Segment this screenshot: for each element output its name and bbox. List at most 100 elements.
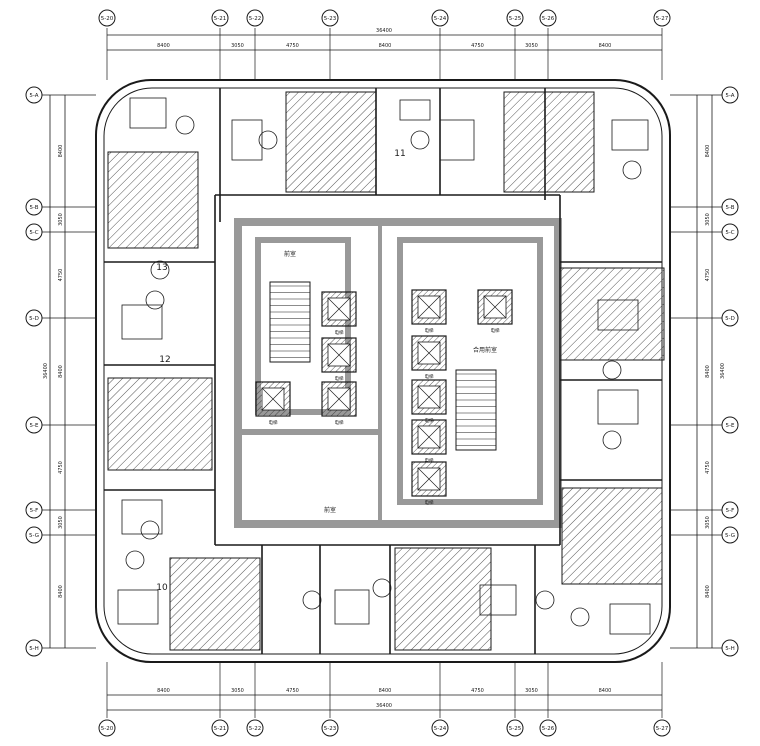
room-number: 12 bbox=[159, 355, 170, 365]
dimension-value: 36400 bbox=[376, 28, 392, 34]
stair-treads bbox=[270, 285, 496, 446]
grid-label: 5-26 bbox=[542, 726, 555, 732]
grid-label: 5-23 bbox=[324, 16, 337, 22]
dimension-value: 8400 bbox=[379, 43, 392, 49]
dimension-value: 4750 bbox=[471, 43, 484, 49]
grid-label: 5-H bbox=[29, 646, 39, 652]
grid-label: 5-G bbox=[29, 533, 39, 539]
dimension-value: 8400 bbox=[705, 365, 711, 378]
elevator-car: 电梯 bbox=[411, 379, 447, 424]
room-number: 11 bbox=[394, 149, 405, 159]
grid-bubble: 5-C bbox=[25, 223, 43, 241]
dimension-value: 36400 bbox=[376, 703, 392, 709]
grid-label: 5-E bbox=[726, 423, 735, 429]
grid-bubbles: 5-205-205-215-215-225-225-235-235-245-24… bbox=[25, 9, 739, 737]
grid-label: 5-G bbox=[725, 533, 735, 539]
grid-bubble: 5-24 bbox=[431, 9, 449, 27]
elevator-label: 电梯 bbox=[269, 419, 278, 426]
elevator-label: 电梯 bbox=[491, 327, 500, 334]
grid-label: 5-B bbox=[725, 205, 734, 211]
grid-bubble: 5-26 bbox=[539, 9, 557, 27]
grid-label: 5-A bbox=[29, 93, 38, 99]
elevator-car: 电梯 bbox=[321, 291, 357, 336]
grid-label: 5-A bbox=[725, 93, 734, 99]
furniture bbox=[117, 97, 651, 635]
grid-label: 5-24 bbox=[434, 16, 447, 22]
grid-bubble: 5-E bbox=[25, 416, 43, 434]
grid-bubble: 5-22 bbox=[246, 9, 264, 27]
core-labels: 合用前室 前室 前室 bbox=[284, 250, 497, 514]
grid-bubble: 5-21 bbox=[211, 9, 229, 27]
room-numbers: 13 12 11 10 bbox=[156, 149, 405, 593]
elevator-car: 电梯 bbox=[321, 337, 357, 382]
room-partitions bbox=[104, 88, 662, 654]
elevator-car: 电梯 bbox=[411, 335, 447, 380]
dimension-lines bbox=[49, 34, 713, 711]
elevator-label: 电梯 bbox=[425, 373, 434, 380]
grid-bubble: 5-A bbox=[25, 86, 43, 104]
grid-label: 5-H bbox=[725, 646, 735, 652]
dimension-value: 4750 bbox=[58, 461, 64, 474]
grid-label: 5-21 bbox=[214, 16, 226, 22]
elevator-label: 电梯 bbox=[425, 327, 434, 334]
room-number: 13 bbox=[156, 263, 167, 273]
dimension-value: 8400 bbox=[157, 688, 170, 694]
dimension-value: 8400 bbox=[58, 145, 64, 158]
grid-bubble: 5-25 bbox=[506, 9, 524, 27]
dimension-value: 3050 bbox=[705, 516, 711, 529]
grid-bubble: 5-25 bbox=[506, 719, 524, 737]
grid-bubble: 5-B bbox=[721, 198, 739, 216]
dimension-value: 4750 bbox=[471, 688, 484, 694]
dimension-value: 8400 bbox=[58, 365, 64, 378]
grid-bubble: 5-26 bbox=[539, 719, 557, 737]
elevator-label: 电梯 bbox=[425, 457, 434, 464]
grid-bubble: 5-27 bbox=[653, 9, 671, 27]
dimension-value: 8400 bbox=[58, 585, 64, 598]
dimension-value: 8400 bbox=[157, 43, 170, 49]
grid-bubble: 5-C bbox=[721, 223, 739, 241]
elevator-label: 电梯 bbox=[335, 329, 344, 336]
elevator-label: 电梯 bbox=[335, 419, 344, 426]
grid-label: 5-27 bbox=[656, 726, 669, 732]
grid-label: 5-D bbox=[725, 316, 735, 322]
dimension-value: 4750 bbox=[286, 688, 299, 694]
elevator-label: 电梯 bbox=[335, 375, 344, 382]
grid-bubble: 5-F bbox=[25, 501, 43, 519]
grid-bubble: 5-G bbox=[721, 526, 739, 544]
grid-label: 5-E bbox=[30, 423, 39, 429]
grid-bubble: 5-27 bbox=[653, 719, 671, 737]
grid-label: 5-20 bbox=[101, 16, 114, 22]
room-number: 10 bbox=[156, 583, 168, 593]
hatched-bathrooms bbox=[107, 91, 665, 651]
grid-bubble: 5-E bbox=[721, 416, 739, 434]
grid-label: 5-F bbox=[726, 508, 735, 514]
lobby-label: 合用前室 bbox=[473, 346, 497, 354]
grid-label: 5-B bbox=[29, 205, 38, 211]
grid-bubble: 5-F bbox=[721, 501, 739, 519]
axis-lines bbox=[42, 28, 722, 718]
grid-label: 5-C bbox=[29, 230, 38, 236]
grid-label: 5-24 bbox=[434, 726, 447, 732]
dimension-value: 8400 bbox=[705, 585, 711, 598]
grid-bubble: 5-21 bbox=[211, 719, 229, 737]
grid-bubble: 5-23 bbox=[321, 9, 339, 27]
elevator-car: 电梯 bbox=[411, 419, 447, 464]
grid-label: 5-22 bbox=[249, 726, 261, 732]
dimension-value: 8400 bbox=[705, 145, 711, 158]
dimension-value: 8400 bbox=[599, 688, 612, 694]
grid-label: 5-22 bbox=[249, 16, 261, 22]
dimension-value: 4750 bbox=[705, 461, 711, 474]
grid-label: 5-D bbox=[29, 316, 39, 322]
elevator-car: 电梯 bbox=[321, 381, 357, 426]
dimension-value: 4750 bbox=[58, 269, 64, 282]
grid-bubble: 5-22 bbox=[246, 719, 264, 737]
grid-label: 5-25 bbox=[509, 16, 522, 22]
elevator-car: 电梯 bbox=[477, 289, 513, 334]
dimension-value: 8400 bbox=[599, 43, 612, 49]
dimension-value: 3050 bbox=[525, 43, 538, 49]
elevator-car: 电梯 bbox=[255, 381, 291, 426]
grid-bubble: 5-23 bbox=[321, 719, 339, 737]
elevator-shafts: 电梯电梯电梯电梯电梯电梯电梯电梯电梯电梯 bbox=[255, 289, 513, 506]
